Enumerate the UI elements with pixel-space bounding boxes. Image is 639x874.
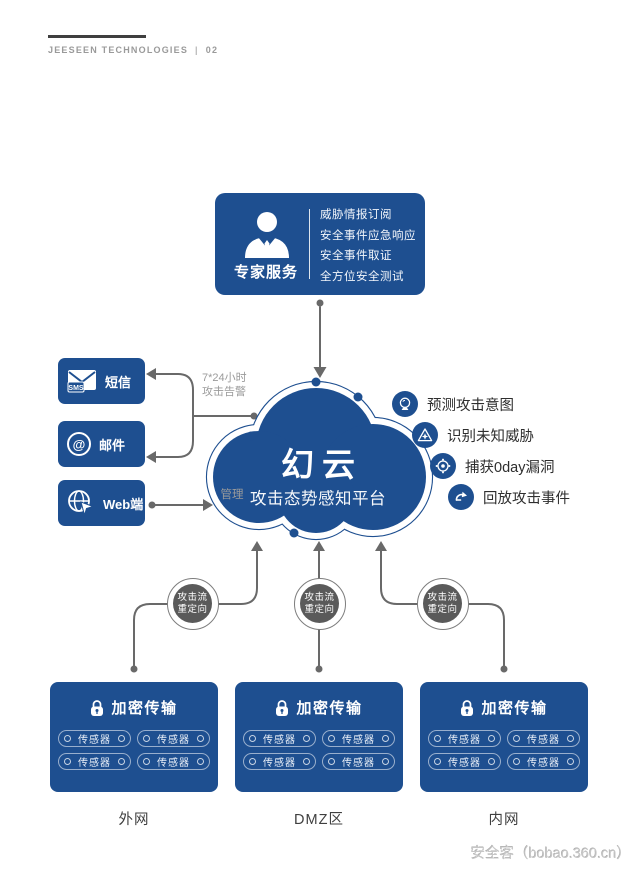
padlock-icon — [276, 699, 289, 716]
wire-endpoint-dots — [130, 299, 508, 673]
cloud-shape — [205, 377, 434, 541]
expert-service-item: 安全事件取证 — [320, 250, 392, 262]
manage-note: 管理 — [220, 489, 244, 501]
header-rule — [48, 35, 146, 38]
sms-envelope-icon: SMS — [67, 369, 96, 392]
sensor-chip: 传感器 — [58, 730, 131, 747]
capability-label: 捕获0day漏洞 — [465, 459, 555, 476]
expert-service-item: 威胁情报订阅 — [320, 209, 392, 221]
alert-note: 7*24小时 攻击告警 — [202, 372, 247, 398]
expert-service-card: 专家服务 威胁情报订阅 安全事件应急响应 安全事件取证 全方位安全测试 — [215, 193, 425, 295]
expert-card-title: 专家服务 — [233, 264, 298, 281]
arrow-up-left-icon — [251, 541, 263, 551]
replay-icon — [448, 484, 474, 510]
zone-card-internal: 加密传输 传感器 传感器 传感器 传感器 — [420, 682, 588, 792]
page-number: 02 — [205, 45, 219, 55]
header-separator: | — [195, 45, 199, 55]
zone-title: 加密传输 — [111, 700, 178, 717]
channel-mail: @ 邮件 — [58, 421, 145, 467]
cloud-title: 幻云 — [281, 446, 363, 483]
unknown-threat-icon — [412, 422, 438, 448]
sms-label: SMS — [68, 385, 84, 392]
arrowheads — [146, 367, 387, 551]
crystal-ball-icon — [392, 391, 418, 417]
capability-label: 识别未知威胁 — [447, 428, 534, 445]
channel-label: 短信 — [105, 374, 132, 390]
sensor-chip: 传感器 — [322, 730, 395, 747]
expert-card-divider — [309, 209, 310, 279]
channel-label: Web端 — [103, 496, 144, 512]
zone-network-label: DMZ区 — [294, 812, 344, 828]
watermark: 安全客（bobao.360.cn） — [470, 846, 631, 862]
globe-cursor-icon — [68, 490, 95, 517]
capability-item: 捕获0day漏洞 — [430, 453, 554, 479]
page-header: JEESEEN TECHNOLOGIES | 02 — [48, 45, 218, 55]
capability-label: 预测攻击意图 — [427, 397, 514, 414]
sensor-chip: 传感器 — [507, 730, 580, 747]
sensor-chip: 传感器 — [243, 753, 316, 770]
person-icon — [245, 212, 289, 258]
arrow-left-sms-icon — [146, 368, 156, 380]
expert-service-item: 安全事件应急响应 — [320, 229, 416, 242]
cloud-subtitle: 攻击态势感知平台 — [250, 490, 386, 508]
redirector-node: 攻击流 重定向 — [166, 577, 219, 630]
channel-sms: SMS 短信 — [58, 358, 145, 404]
capability-item: 识别未知威胁 — [412, 422, 534, 448]
sensor-chip: 传感器 — [428, 753, 501, 770]
channel-label: 邮件 — [99, 437, 126, 453]
zone-title: 加密传输 — [481, 700, 548, 717]
wire-alert-branch — [152, 373, 194, 458]
sensor-chip: 传感器 — [58, 753, 131, 770]
expert-service-list: 威胁情报订阅 安全事件应急响应 安全事件取证 全方位安全测试 — [320, 205, 416, 287]
sensor-chip: 传感器 — [137, 753, 210, 770]
zone-title: 加密传输 — [296, 700, 363, 717]
padlock-icon — [91, 699, 104, 716]
arrow-left-mail-icon — [146, 451, 156, 463]
arrow-up-middle-icon — [313, 541, 325, 551]
sensor-chip: 传感器 — [243, 730, 316, 747]
arrow-down-icon — [313, 367, 327, 378]
sensor-chip: 传感器 — [507, 753, 580, 770]
capability-item: 回放攻击事件 — [448, 484, 570, 510]
sensor-chip: 传感器 — [137, 730, 210, 747]
capability-item: 预测攻击意图 — [392, 391, 514, 417]
redirector-node: 攻击流 重定向 — [293, 577, 346, 630]
expert-service-item: 全方位安全测试 — [320, 270, 404, 283]
capture-vuln-icon — [430, 453, 456, 479]
channel-web: Web端 — [58, 480, 145, 526]
zone-card-external: 加密传输 传感器 传感器 传感器 传感器 — [50, 682, 218, 792]
zone-network-label: 内网 — [488, 812, 520, 828]
arrow-up-right-icon — [375, 541, 387, 551]
sensor-chip: 传感器 — [428, 730, 501, 747]
brand-text: JEESEEN TECHNOLOGIES — [48, 45, 189, 55]
zone-network-label: 外网 — [118, 812, 150, 828]
at-email-icon: @ — [67, 432, 91, 456]
redirector-node: 攻击流 重定向 — [416, 577, 469, 630]
padlock-icon — [461, 699, 474, 716]
zone-card-dmz: 加密传输 传感器 传感器 传感器 传感器 — [235, 682, 403, 792]
capability-label: 回放攻击事件 — [483, 490, 570, 507]
arrow-right-manage-icon — [203, 499, 213, 511]
sensor-chip: 传感器 — [322, 753, 395, 770]
